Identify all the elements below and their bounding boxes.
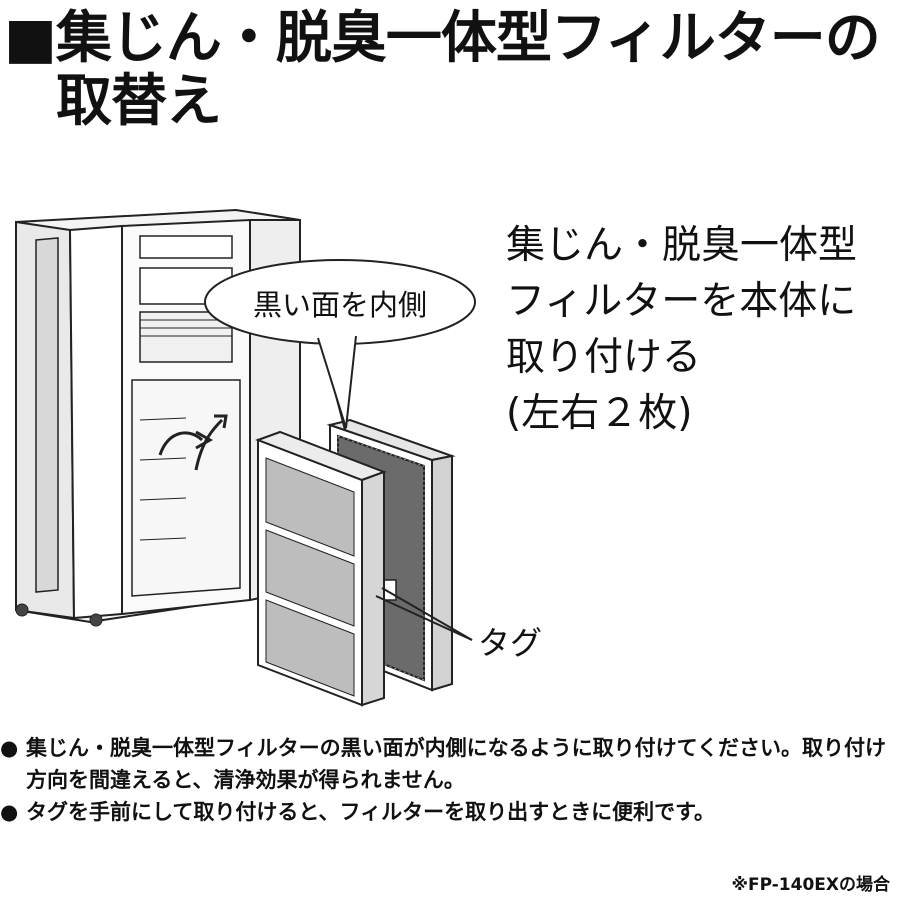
title-line-1: ■集じん・脱臭一体型フィルターの xyxy=(4,6,881,71)
instruction-line: 集じん・脱臭一体型 xyxy=(506,223,858,268)
filter-installation-illustration xyxy=(15,208,476,707)
note-item: ● タグを手前にして取り付けると、フィルターを取り出すときに便利です。 xyxy=(0,796,896,828)
bullet-icon: ● xyxy=(0,736,19,760)
note-text: タグを手前にして取り付けると、フィルターを取り出すときに便利です。 xyxy=(26,800,716,824)
tag-leader-lines xyxy=(375,587,473,641)
note-text: 集じん・脱臭一体型フィルターの黒い面が内側になるように取り付けてください。取り付… xyxy=(26,736,886,792)
tag-label: タグ xyxy=(478,624,543,662)
install-instruction: 集じん・脱臭一体型 フィルターを本体に 取り付ける (左右２枚) xyxy=(506,218,857,442)
dust-collection-filter xyxy=(255,430,387,707)
callout-text: 黒い面を内側 xyxy=(252,288,427,322)
instruction-line: 取り付ける xyxy=(506,335,702,380)
title-line-2: 取替え xyxy=(56,68,222,134)
note-item: ● 集じん・脱臭一体型フィルターの黒い面が内側になるように取り付けてください。取… xyxy=(0,732,896,796)
bullet-icon: ● xyxy=(0,800,19,824)
page-title: ■集じん・脱臭一体型フィルターの 取替え xyxy=(4,6,884,134)
notes-list: ● 集じん・脱臭一体型フィルターの黒い面が内側になるように取り付けてください。取… xyxy=(0,732,896,828)
instruction-line: (左右２枚) xyxy=(506,391,693,436)
instruction-line: フィルターを本体に xyxy=(506,279,857,324)
model-footnote: ※FP-140EXの場合 xyxy=(731,875,890,895)
callout-bubble xyxy=(204,259,476,431)
